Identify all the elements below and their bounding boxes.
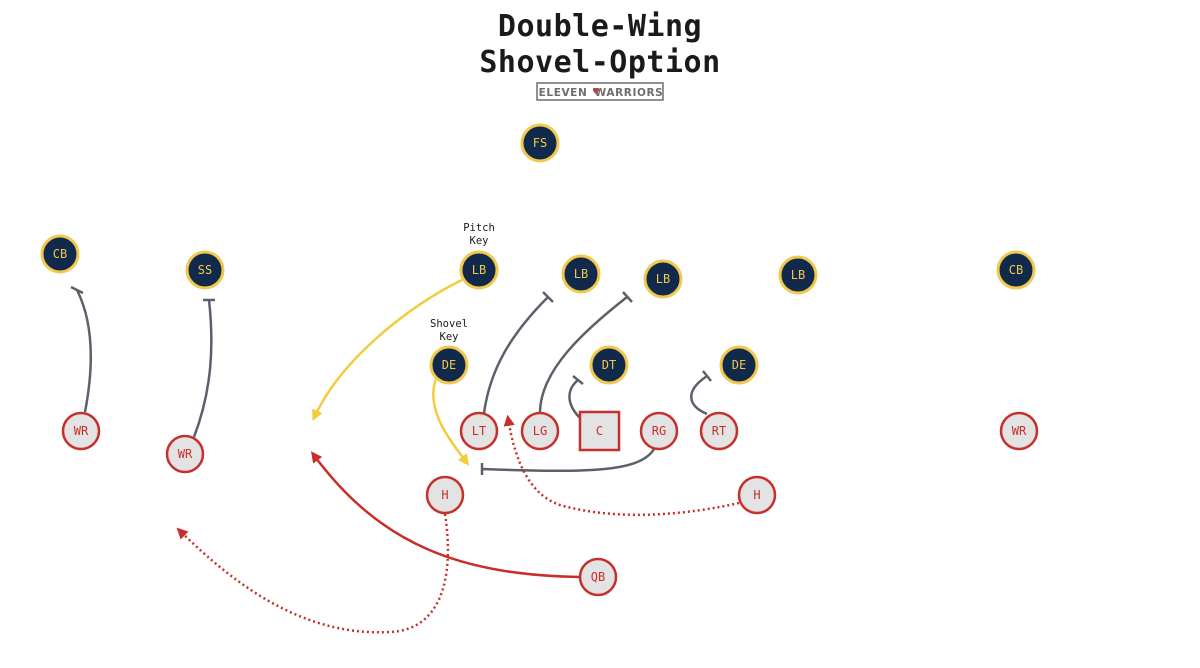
offense-square <box>578 410 621 452</box>
defender-circle <box>643 259 683 299</box>
offense-label: H <box>753 488 760 502</box>
defender-lb-2: LB <box>561 254 601 294</box>
offense-label: C <box>596 424 603 438</box>
pitch-key-label-line-2: Key <box>470 235 489 247</box>
pitch-key-label-line-1: Pitch <box>463 222 495 234</box>
block-line-c <box>568 379 583 421</box>
defender-label: CB <box>53 247 67 261</box>
defense: FS CB SS LB LB LB LB CB <box>40 123 1036 385</box>
qb-option-route <box>310 451 582 579</box>
offense-c: C <box>578 410 621 452</box>
defender-label: DT <box>602 358 616 372</box>
offense-label: WR <box>1012 424 1027 438</box>
defender-circle <box>996 250 1036 290</box>
defender-cb-right: CB <box>996 250 1036 290</box>
defender-circle <box>40 234 80 274</box>
offense-label: LT <box>472 424 486 438</box>
offense-circle <box>165 434 205 474</box>
defender-label: LB <box>472 263 486 277</box>
offense-circle <box>425 475 465 515</box>
block-line-rt <box>690 374 708 416</box>
defender-label: DE <box>732 358 746 372</box>
defender-ss: SS <box>185 250 225 290</box>
offense-label: LG <box>533 424 547 438</box>
blocking-assignments <box>70 285 712 475</box>
pitch-key-read-line <box>312 278 463 422</box>
offense-circle <box>999 411 1039 451</box>
title-line-1: Double-Wing <box>498 9 702 44</box>
offense-circle <box>520 411 560 451</box>
offense-label: WR <box>74 424 89 438</box>
defender-dt: DT <box>589 345 629 385</box>
defender-circle <box>459 250 499 290</box>
offense-h-right: H <box>737 475 777 515</box>
offense-h-left: H <box>425 475 465 515</box>
offense-wr-inner: WR <box>165 434 205 474</box>
defender-circle <box>561 254 601 294</box>
h-shovel-route <box>503 414 740 517</box>
offense-circle <box>639 411 679 451</box>
h-pitch-route <box>176 513 450 634</box>
offense: WR WR LT LG C RG RT WR <box>61 410 1039 597</box>
defender-circle <box>719 345 759 385</box>
defender-circle <box>589 345 629 385</box>
defender-circle <box>185 250 225 290</box>
offense-circle <box>459 411 499 451</box>
offense-wr-left: WR <box>61 411 101 451</box>
defender-de-shovel-key: DE <box>429 345 469 385</box>
block-line-inner-wr <box>192 299 213 438</box>
shovel-key-label-line-1: Shovel <box>430 318 468 330</box>
offense-lt: LT <box>459 411 499 451</box>
offense-rt: RT <box>699 411 739 451</box>
block-line-left-wr <box>75 289 93 413</box>
offense-label: RT <box>712 424 726 438</box>
defender-lb-4: LB <box>778 255 818 295</box>
offense-label: RG <box>652 424 666 438</box>
shovel-key-label-line-2: Key <box>440 331 459 343</box>
defender-label: CB <box>1009 263 1023 277</box>
offense-routes <box>176 414 740 634</box>
defender-lb-3: LB <box>643 259 683 299</box>
offense-label: WR <box>178 447 193 461</box>
offense-circle <box>578 557 618 597</box>
offense-label: QB <box>591 570 605 584</box>
offense-lg: LG <box>520 411 560 451</box>
defender-label: FS <box>533 136 547 150</box>
logo-right-text: WARRIORS <box>595 87 664 99</box>
offense-circle <box>737 475 777 515</box>
defender-label: LB <box>791 268 805 282</box>
read-lines <box>312 278 470 466</box>
logo-left-text: ELEVEN <box>539 87 588 99</box>
offense-circle <box>61 411 101 451</box>
eleven-warriors-logo: ELEVEN WARRIORS <box>536 82 664 101</box>
defender-label: LB <box>574 267 588 281</box>
defender-label: DE <box>442 358 456 372</box>
defender-label: SS <box>198 263 212 277</box>
defender-circle <box>520 123 560 163</box>
title-line-2: Shovel-Option <box>479 45 720 80</box>
defender-fs: FS <box>520 123 560 163</box>
offense-label: H <box>441 488 448 502</box>
defender-label: LB <box>656 272 670 286</box>
defender-de-right: DE <box>719 345 759 385</box>
defender-circle <box>778 255 818 295</box>
offense-circle <box>699 411 739 451</box>
block-line-lt <box>482 296 549 414</box>
heart-icon <box>593 87 599 95</box>
offense-qb: QB <box>578 557 618 597</box>
offense-rg: RG <box>639 411 679 451</box>
shovel-key-read-line <box>432 378 470 466</box>
block-line-lg <box>538 296 628 414</box>
defender-cb-left: CB <box>40 234 80 274</box>
defender-lb-pitch-key: LB <box>459 250 499 290</box>
block-line-rg <box>481 448 656 473</box>
defender-circle <box>429 345 469 385</box>
offense-wr-right: WR <box>999 411 1039 451</box>
